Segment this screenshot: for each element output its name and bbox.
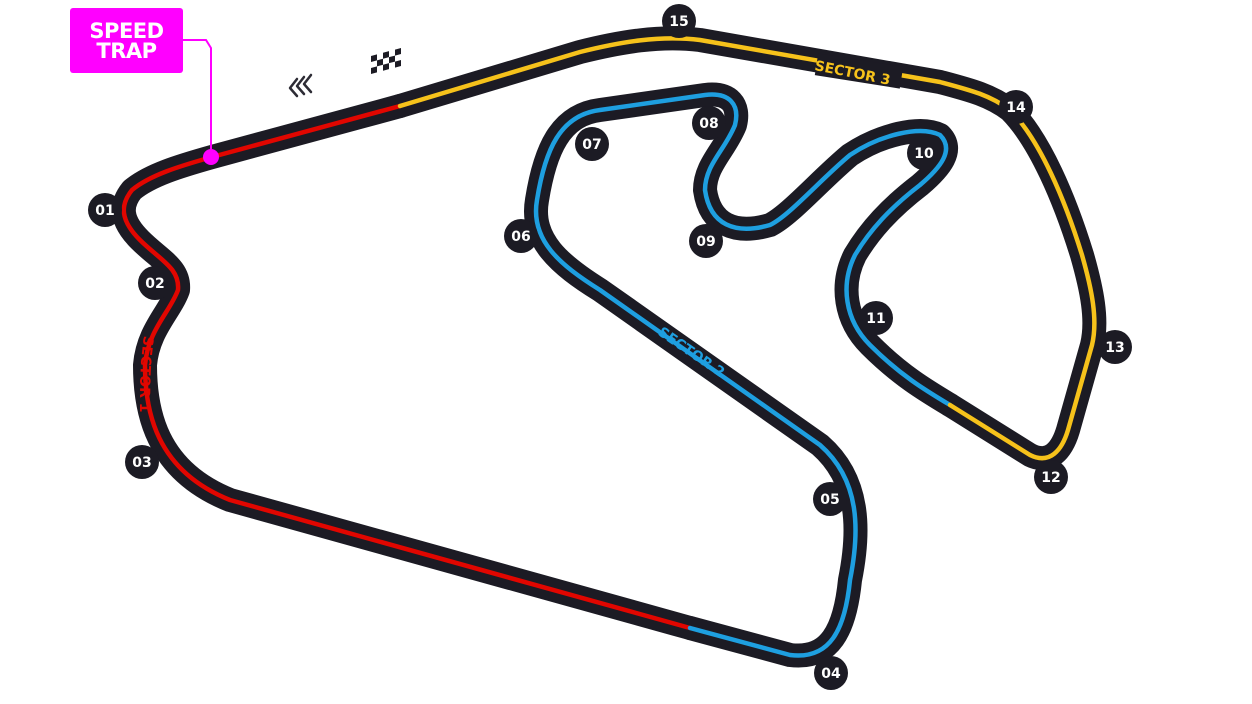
turn-marker-01: 01 <box>88 193 122 227</box>
turn-marker-circle <box>813 482 847 516</box>
sector-1-label: SECTOR 1 <box>136 335 156 412</box>
turn-number: 03 <box>132 455 151 471</box>
turn-marker-circle <box>88 193 122 227</box>
turn-number: 12 <box>1041 470 1060 486</box>
turn-marker-circle <box>859 301 893 335</box>
speed-trap-dot <box>203 149 219 165</box>
turn-number: 04 <box>821 666 841 682</box>
turn-marker-15: 15 <box>662 4 696 38</box>
turn-number: 13 <box>1105 340 1124 356</box>
turn-number: 08 <box>699 116 718 132</box>
turn-number: 10 <box>914 146 934 162</box>
turn-marker-circle <box>689 224 723 258</box>
turn-marker-14: 14 <box>999 90 1033 124</box>
turn-marker-04: 04 <box>814 656 848 690</box>
turn-marker-circle <box>1098 330 1132 364</box>
turn-marker-03: 03 <box>125 445 159 479</box>
turn-number: 06 <box>511 229 530 245</box>
turn-marker-06: 06 <box>504 219 538 253</box>
turn-marker-circle <box>814 656 848 690</box>
speed-trap-label: SPEED TRAP <box>70 8 183 73</box>
sector-3-label-bg <box>814 53 904 89</box>
sector-2-label: SECTOR 2 <box>655 324 727 381</box>
turn-marker-08: 08 <box>692 106 726 140</box>
turn-number: 01 <box>95 203 114 219</box>
turn-marker-11: 11 <box>859 301 893 335</box>
turn-marker-circle <box>692 106 726 140</box>
checkered-flag-icon <box>371 47 401 74</box>
turn-number: 05 <box>820 492 839 508</box>
turn-number: 15 <box>669 14 688 30</box>
turn-marker-12: 12 <box>1034 460 1068 494</box>
turn-marker-circle <box>125 445 159 479</box>
turn-marker-circle <box>662 4 696 38</box>
turn-number: 09 <box>696 234 715 250</box>
turn-marker-13: 13 <box>1098 330 1132 364</box>
turn-marker-10: 10 <box>907 136 941 170</box>
turn-marker-circle <box>907 136 941 170</box>
turn-number: 07 <box>582 137 601 153</box>
speed-trap-label-line-2: TRAP <box>96 38 157 63</box>
turn-number: 11 <box>866 311 885 327</box>
speed-trap-label-line-1: SPEED <box>89 18 164 43</box>
turn-marker-05: 05 <box>813 482 847 516</box>
turn-marker-circle <box>504 219 538 253</box>
turn-marker-02: 02 <box>138 266 172 300</box>
double-chevron-left-icon <box>288 73 313 98</box>
turn-marker-circle <box>1034 460 1068 494</box>
turn-marker-circle <box>138 266 172 300</box>
turn-number: 02 <box>145 276 164 292</box>
turn-marker-circle <box>575 127 609 161</box>
turn-marker-07: 07 <box>575 127 609 161</box>
turn-markers: 01 02 03 04 05 06 07 08 09 10 11 12 13 14 15 <box>88 4 1132 690</box>
speed-trap-leader-line <box>183 39 212 157</box>
track-outline <box>124 38 1095 655</box>
track-outline-sector-2 <box>536 95 950 656</box>
sector-1-line <box>124 106 690 628</box>
turn-number: 14 <box>1006 100 1026 116</box>
turn-marker-circle <box>999 90 1033 124</box>
turn-marker-09: 09 <box>689 224 723 258</box>
